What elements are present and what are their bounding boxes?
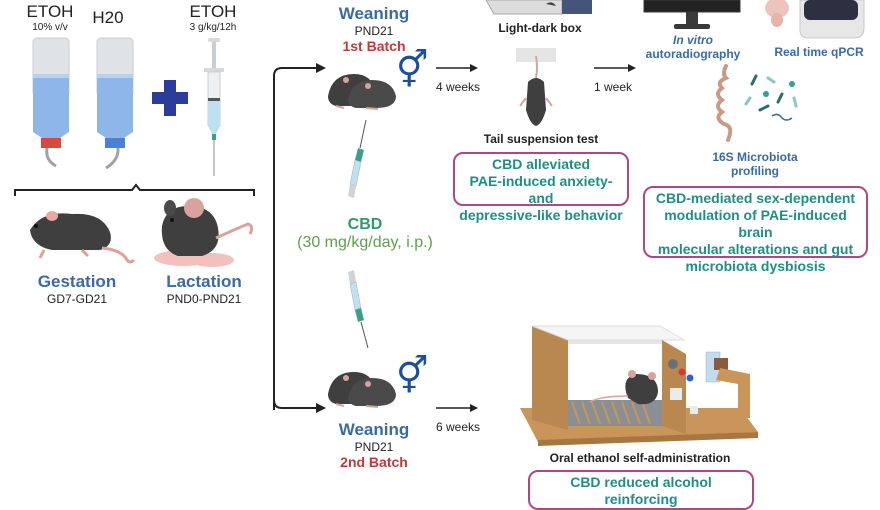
operant-chamber-icon	[520, 325, 758, 446]
batch1-header: Weaning PND21 1st Batch	[320, 4, 428, 54]
arrow-6-weeks-label: 6 weeks	[436, 420, 481, 434]
lactation-label: Lactation PND0-PND21	[152, 272, 256, 306]
result-brain-box: CBD-mediated sex-dependent modulation of…	[643, 186, 868, 274]
oral-self-administration-label: Oral ethanol self-administration	[549, 451, 731, 465]
batch2-batch: 2nd Batch	[340, 454, 408, 470]
intersex-symbol-2-icon: ⚥	[396, 355, 429, 396]
cbd-syringe-bottom-icon	[348, 270, 369, 349]
arrow-1-week	[594, 64, 636, 72]
cbd-title: CBD	[347, 216, 383, 233]
result-alcohol-line1: CBD reduced alcohol reinforcing	[570, 474, 712, 507]
autoradiography-label: In vitro autoradiography	[640, 33, 746, 61]
syringe-etoh-title: ETOH	[189, 2, 237, 21]
pregnant-mouse-icon	[30, 211, 136, 264]
etoh-bottle-icon	[32, 37, 70, 168]
nursing-mouse-icon	[154, 198, 254, 267]
batch2-header: Weaning PND21 2nd Batch	[320, 420, 428, 470]
monitor-icon	[643, 0, 741, 29]
cbd-dose: (30 mg/kg/day, i.p.)	[297, 234, 433, 251]
weanling-mice-icon	[328, 74, 396, 110]
result-brain-line4: microbiota dysbiosis	[685, 258, 826, 274]
bottle-water-label: H20	[88, 8, 128, 28]
bottle-etoh-label: ETOH 10% v/v	[20, 2, 80, 33]
etoh-syringe-icon	[204, 38, 224, 176]
microbiota-label: 16S Microbiota profiling	[700, 150, 810, 178]
brain-icon	[765, 0, 789, 27]
bottle-etoh-title: ETOH	[26, 2, 74, 21]
weanling-mice-2-icon	[328, 372, 396, 408]
cbd-syringe-top-icon	[348, 119, 367, 198]
gestation-range: GD7-GD21	[46, 292, 108, 306]
light-dark-box-icon	[485, 0, 592, 15]
plus-icon	[152, 80, 188, 116]
cbd-treatment-label: CBD (30 mg/kg/day, i.p.)	[280, 216, 450, 252]
batch2-pnd: PND21	[354, 440, 394, 454]
arrow-4-weeks-label: 4 weeks	[436, 80, 481, 94]
autoradiography-italic: In vitro	[672, 33, 713, 47]
gut-microbiota-icon	[716, 64, 798, 142]
lactation-range: PND0-PND21	[166, 292, 242, 306]
arrow-1-week-label: 1 week	[594, 80, 633, 94]
result-behavior-line3: depressive-like behavior	[459, 207, 623, 223]
water-bottle-icon	[96, 37, 134, 170]
bottle-etoh-dose: 10% v/v	[32, 22, 68, 33]
syringe-etoh-label: ETOH 3 g/kg/12h	[180, 2, 246, 33]
qpcr-label: Real time qPCR	[774, 45, 864, 59]
syringe-etoh-dose: 3 g/kg/12h	[189, 22, 237, 33]
split-arrows	[273, 63, 326, 413]
result-alcohol-box: CBD reduced alcohol reinforcing	[528, 470, 754, 510]
result-brain-line2: modulation of PAE-induced brain	[664, 207, 847, 240]
microbiota-line2: profiling	[731, 164, 779, 178]
gestation-title: Gestation	[37, 272, 117, 291]
autoradiography-text: autoradiography	[645, 47, 741, 61]
gestation-label: Gestation GD7-GD21	[30, 272, 124, 306]
bottle-water-title: H20	[92, 8, 124, 27]
result-behavior-line1: CBD alleviated	[491, 156, 591, 172]
arrow-6-weeks	[436, 404, 478, 412]
microbiota-line1: 16S Microbiota	[712, 150, 798, 164]
result-brain-line1: CBD-mediated sex-dependent	[655, 190, 856, 206]
batch2-title: Weaning	[338, 420, 410, 439]
result-behavior-box: CBD alleviated PAE-induced anxiety- and …	[453, 152, 629, 223]
qpcr-machine-icon	[799, 0, 865, 39]
result-behavior-line2: PAE-induced anxiety- and	[469, 173, 613, 206]
intersex-symbol-icon: ⚥	[396, 49, 429, 90]
bracket-divider	[14, 183, 255, 196]
batch1-pnd: PND21	[354, 24, 394, 38]
arrow-4-weeks	[436, 64, 478, 72]
batch1-title: Weaning	[338, 4, 410, 23]
lactation-title: Lactation	[166, 272, 242, 291]
tail-suspension-label: Tail suspension test	[483, 132, 599, 146]
result-brain-line3: molecular alterations and gut	[657, 241, 854, 257]
tail-suspension-icon	[516, 48, 556, 126]
batch1-batch: 1st Batch	[342, 38, 406, 54]
light-dark-box-label: Light-dark box	[498, 21, 582, 35]
